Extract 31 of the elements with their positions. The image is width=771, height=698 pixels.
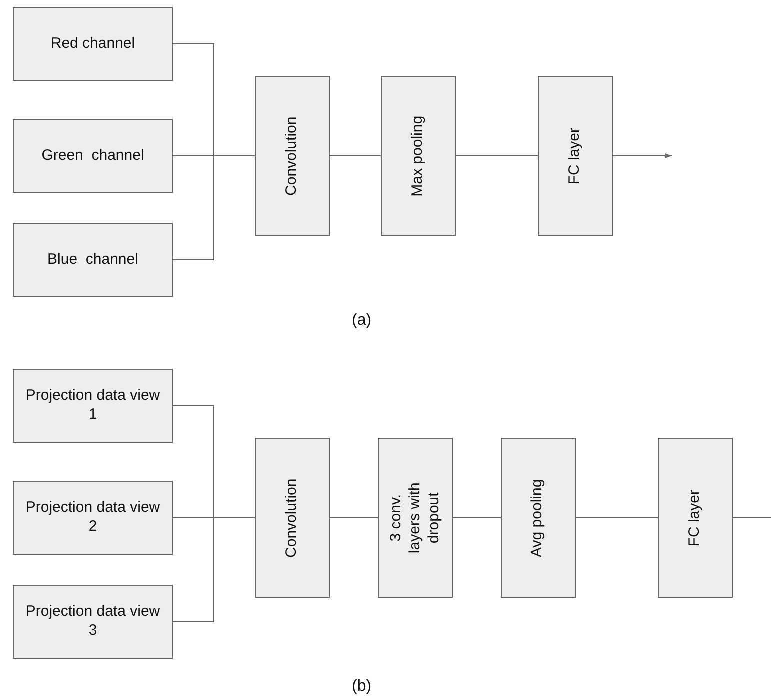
connector (612, 154, 672, 158)
box-label: Red channel (50, 34, 136, 54)
input-box (13, 223, 173, 297)
input-box (13, 481, 173, 555)
connector (172, 156, 256, 260)
box-label: Convolution (283, 116, 302, 196)
layer-box (255, 76, 330, 236)
input-box (13, 369, 173, 443)
box-label: Green channel (40, 146, 146, 166)
panel-label: (b) (352, 678, 372, 696)
layer-box (378, 438, 453, 598)
box-label: Convolution (283, 478, 302, 558)
input-box (13, 585, 173, 659)
box-label: Projection data view 2 (24, 499, 162, 537)
box-label: Avg pooling (529, 478, 548, 558)
box-label: Projection data view 1 (24, 387, 162, 425)
layer-box (658, 438, 733, 598)
panel-label: (a) (352, 312, 372, 330)
box-label: Blue channel (46, 250, 140, 270)
layer-box (255, 438, 330, 598)
box-label: FC layer (566, 128, 584, 184)
box-label: Max pooling (409, 116, 428, 196)
layer-box (501, 438, 576, 598)
input-box (13, 7, 173, 81)
layer-box (381, 76, 456, 236)
box-label: 3 conv. layers with dropout (387, 482, 443, 554)
input-box (13, 119, 173, 193)
box-label: Projection data view 3 (24, 603, 162, 641)
layer-box (538, 76, 613, 236)
box-label: FC layer (686, 490, 704, 546)
connector (172, 518, 256, 622)
